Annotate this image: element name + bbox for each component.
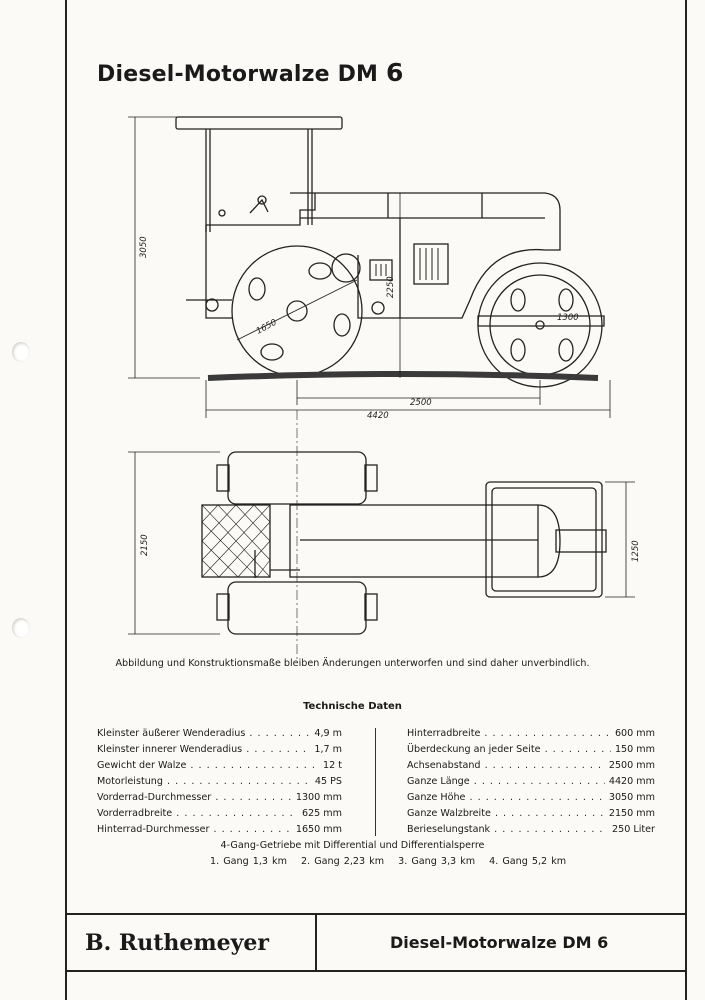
spec-label: Gewicht der Walze [97, 758, 319, 774]
roof-canopy [175, 116, 343, 232]
spec-row: Überdeckung an jeder Seite150 mm [407, 742, 655, 758]
punch-hole-upper [12, 342, 30, 362]
dim-1300: 1300 [557, 313, 579, 323]
spec-value: 250 Liter [608, 822, 655, 838]
page-frame [65, 0, 687, 1000]
gear-3: 3. Gang 3,3 km [398, 856, 476, 867]
spec-row: Hinterradbreite600 mm [407, 726, 655, 742]
spec-value: 3050 mm [604, 790, 655, 806]
tech-data-title: Technische Daten [303, 701, 402, 712]
spec-label: Überdeckung an jeder Seite [407, 742, 611, 758]
spec-label: Hinterrad-Durchmesser [97, 822, 292, 838]
spec-label: Vorderradbreite [97, 806, 298, 822]
spec-value: 4420 mm [604, 774, 655, 790]
gearbox-description: 4-Gang-Getriebe mit Differential und Dif… [220, 840, 485, 851]
gear-4: 4. Gang 5,2 km [489, 856, 567, 867]
spec-value: 1650 mm [291, 822, 342, 838]
spec-row: Gewicht der Walze12 t [97, 758, 342, 774]
spec-value: 2150 mm [604, 806, 655, 822]
title-number: 6 [386, 58, 404, 87]
spec-row: Ganze Länge4420 mm [407, 774, 655, 790]
spec-value: 45 PS [310, 774, 342, 790]
spec-row: Kleinster innerer Wenderadius1,7 m [97, 742, 342, 758]
spec-label: Ganze Walzbreite [407, 806, 605, 822]
front-roller-side [186, 245, 385, 377]
dimension-lines-side [128, 116, 611, 418]
dim-2150: 2150 [140, 534, 150, 556]
dim-1250: 1250 [631, 540, 641, 562]
spec-label: Berieselungstank [407, 822, 608, 838]
top-view [201, 451, 607, 635]
spec-label: Vorderrad-Durchmesser [97, 790, 292, 806]
spec-value: 12 t [318, 758, 342, 774]
technical-drawing: 3050 2250 1650 1300 2500 4420 2150 1250 [128, 116, 641, 660]
gear-speeds: 1. Gang 1,3 km 2. Gang 2,23 km 3. Gang 3… [210, 856, 576, 867]
dim-3050: 3050 [139, 236, 149, 258]
spec-value: 4,9 m [310, 726, 342, 742]
spec-label: Kleinster innerer Wenderadius [97, 742, 310, 758]
dim-4420: 4420 [367, 411, 389, 421]
grille-lines [375, 248, 439, 280]
spec-row: Ganze Walzbreite2150 mm [407, 806, 655, 822]
spec-value: 625 mm [297, 806, 342, 822]
company-name: B. Ruthemeyer [85, 930, 269, 956]
title-text: Diesel-Motorwalze DM [97, 62, 379, 87]
specs-left: Kleinster äußerer Wenderadius4,9 m Klein… [97, 726, 342, 838]
spec-row: Motorleistung45 PS [97, 774, 342, 790]
spec-label: Kleinster äußerer Wenderadius [97, 726, 310, 742]
spec-row: Kleinster äußerer Wenderadius4,9 m [97, 726, 342, 742]
gear-2: 2. Gang 2,23 km [301, 856, 385, 867]
spec-label: Ganze Länge [407, 774, 605, 790]
spec-value: 600 mm [610, 726, 655, 742]
footer-divider [315, 913, 317, 970]
spec-value: 1300 mm [291, 790, 342, 806]
footer-top-rule [65, 913, 687, 915]
dim-2250: 2250 [386, 276, 396, 298]
gear-1: 1. Gang 1,3 km [210, 856, 287, 867]
punch-hole-lower [12, 618, 30, 638]
page-title: Diesel-Motorwalze DM 6 [97, 58, 404, 87]
spec-row: Vorderrad-Durchmesser1300 mm [97, 790, 342, 806]
footer-title: Diesel-Motorwalze DM 6 [390, 933, 609, 952]
dim-2500: 2500 [410, 398, 432, 408]
spec-value: 1,7 m [310, 742, 342, 758]
spec-label: Hinterradbreite [407, 726, 611, 742]
spec-label: Ganze Höhe [407, 790, 605, 806]
spec-label: Motorleistung [97, 774, 311, 790]
dim-1650: 1650 [255, 318, 279, 337]
spec-row: Hinterrad-Durchmesser1650 mm [97, 822, 342, 838]
dimension-lines-top [128, 451, 635, 635]
spec-row: Vorderradbreite625 mm [97, 806, 342, 822]
footer-bottom-rule [65, 970, 687, 972]
spec-row: Achsenabstand2500 mm [407, 758, 655, 774]
specs-divider [375, 728, 376, 836]
spec-label: Achsenabstand [407, 758, 605, 774]
drawing-caption: Abbildung und Konstruktionsmaße bleiben … [115, 658, 590, 669]
spec-row: Ganze Höhe3050 mm [407, 790, 655, 806]
rear-wheel-side [477, 262, 605, 388]
specs-right: Hinterradbreite600 mm Überdeckung an jed… [407, 726, 655, 838]
spec-value: 2500 mm [604, 758, 655, 774]
spec-value: 150 mm [610, 742, 655, 758]
spec-row: Berieselungstank250 Liter [407, 822, 655, 838]
